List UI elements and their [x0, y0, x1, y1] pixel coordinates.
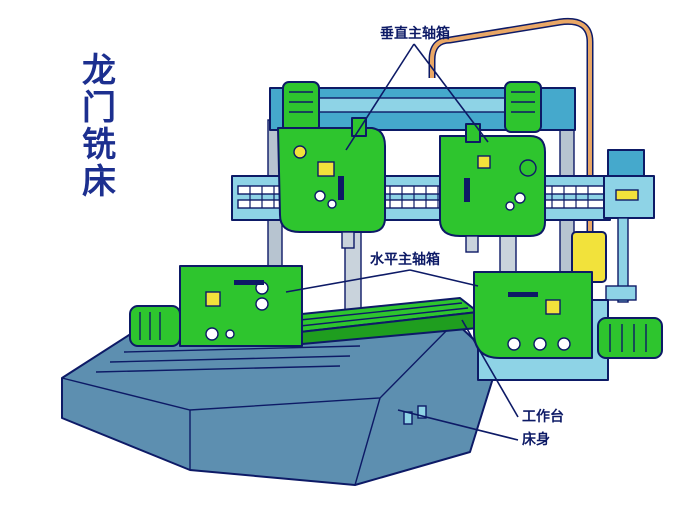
horizontal-spindle-box-right — [473, 271, 593, 359]
control-box — [603, 149, 655, 303]
vertical-spindle-box-left — [277, 117, 386, 249]
top-motor-left — [282, 81, 320, 133]
label-vertical-spindle-box: 垂直主轴箱 — [380, 25, 450, 42]
label-machine-bed: 床身 — [522, 431, 550, 448]
side-motor-right — [597, 317, 663, 359]
label-horizontal-spindle-box: 水平主轴箱 — [370, 251, 440, 268]
leader-vertical-spindle-box — [345, 43, 489, 151]
title-char-4: 床 — [82, 162, 116, 202]
title-char-1: 龙 — [82, 51, 116, 91]
leader-worktable-bed — [397, 319, 519, 441]
title-char-2: 门 — [82, 88, 116, 128]
leader-horizontal-spindle-box — [285, 269, 479, 293]
diagram-title: 龙 门 铣 床 — [82, 51, 116, 202]
side-motor-left — [129, 305, 181, 347]
vertical-spindle-box-right — [439, 123, 546, 253]
horizontal-spindle-box-left — [179, 265, 303, 347]
title-char-3: 铣 — [82, 125, 116, 165]
top-motor-right — [504, 81, 542, 133]
label-worktable: 工作台 — [522, 408, 564, 425]
